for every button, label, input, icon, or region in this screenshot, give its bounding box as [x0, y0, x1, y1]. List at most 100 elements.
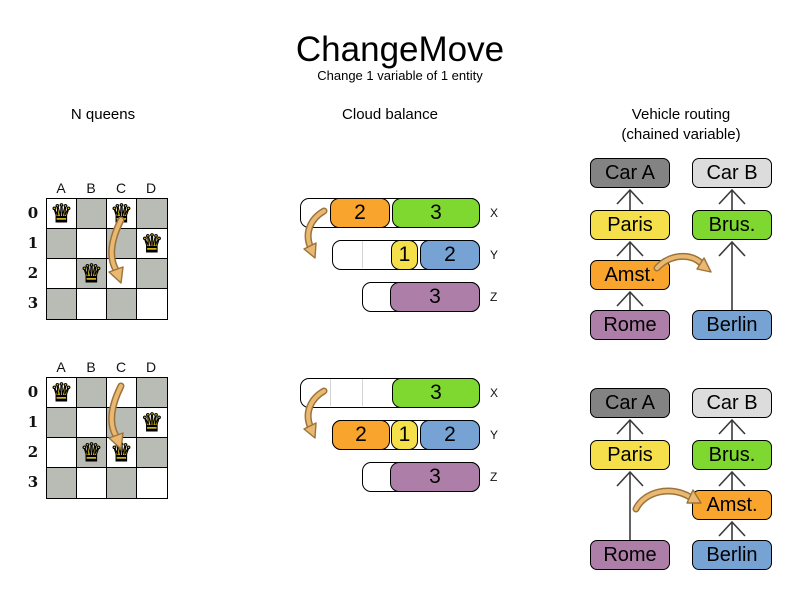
computer-label: X	[490, 206, 499, 220]
queen-icon: ♛	[140, 408, 164, 437]
queen-icon: ♛	[50, 378, 74, 407]
board-cell	[77, 468, 107, 498]
board-column-labels: A B C D	[46, 180, 166, 196]
visit-box-brussels: Brus.	[692, 440, 772, 470]
board-cell	[107, 468, 137, 498]
row-label: 2	[27, 264, 39, 282]
computer-label: Y	[490, 428, 499, 442]
process-block: 1	[391, 420, 418, 450]
vehicle-box-car-b: Car B	[692, 158, 772, 188]
chain-arrow-icon	[616, 418, 746, 540]
board-cell: ♛	[107, 438, 137, 468]
process-block: 3	[390, 282, 480, 312]
computer-label: Z	[490, 470, 498, 484]
queen-icon: ♛	[80, 438, 104, 467]
page-title: ChangeMove	[295, 30, 505, 69]
slot-divider	[362, 379, 363, 406]
board-cell	[107, 259, 137, 289]
board-cell	[77, 378, 107, 408]
queen-icon: ♛	[140, 229, 164, 258]
board-cell: ♛	[47, 378, 77, 408]
board-cell	[107, 408, 137, 438]
queen-icon: ♛	[110, 199, 134, 228]
visit-box-brussels: Brus.	[692, 210, 772, 240]
board-cell	[47, 408, 77, 438]
board-cell	[137, 259, 167, 289]
board-cell: ♛	[77, 259, 107, 289]
col-label: A	[56, 359, 66, 375]
board-cell	[77, 408, 107, 438]
board-cell	[107, 378, 137, 408]
board-cell	[77, 199, 107, 229]
process-block: 1	[391, 240, 418, 270]
nqueens-board-before: ♛ ♛ ♛ ♛	[46, 198, 168, 320]
board-cell	[47, 229, 77, 259]
queen-icon: ♛	[80, 259, 104, 288]
vehicle-header: Vehicle routing	[631, 106, 731, 123]
process-block: 3	[392, 198, 480, 228]
board-cell	[137, 438, 167, 468]
visit-box-rome: Rome	[590, 540, 670, 570]
board-cell	[107, 289, 137, 319]
visit-box-berlin: Berlin	[692, 310, 772, 340]
board-column-labels: A B C D	[46, 359, 166, 375]
visit-box-paris: Paris	[590, 210, 670, 240]
board-cell: ♛	[137, 229, 167, 259]
computer-label: Y	[490, 248, 499, 262]
visit-box-rome: Rome	[590, 310, 670, 340]
board-cell	[47, 259, 77, 289]
col-label: D	[145, 359, 157, 375]
row-label: 0	[27, 383, 39, 401]
computer-label: X	[490, 386, 499, 400]
row-label: 1	[27, 413, 39, 431]
page-subtitle: Change 1 variable of 1 entity	[317, 68, 483, 83]
computer-label: Z	[490, 290, 498, 304]
board-row-labels: 0 1 2 3	[24, 377, 42, 497]
visit-box-paris: Paris	[590, 440, 670, 470]
board-cell	[137, 199, 167, 229]
visit-box-amsterdam: Amst.	[692, 490, 772, 520]
board-cell: ♛	[77, 438, 107, 468]
row-label: 3	[27, 473, 39, 491]
board-cell	[47, 468, 77, 498]
board-cell: ♛	[47, 199, 77, 229]
row-label: 3	[27, 294, 39, 312]
row-label: 0	[27, 204, 39, 222]
visit-box-amsterdam: Amst.	[590, 260, 670, 290]
col-label: D	[145, 180, 157, 196]
col-label: A	[56, 180, 66, 196]
process-block: 3	[392, 378, 480, 408]
vehicle-box-car-a: Car A	[590, 158, 670, 188]
board-cell	[77, 289, 107, 319]
visit-box-berlin: Berlin	[692, 540, 772, 570]
board-cell: ♛	[137, 408, 167, 438]
col-label: B	[86, 180, 96, 196]
vehicle-header-sub: (chained variable)	[621, 126, 741, 143]
board-cell	[137, 468, 167, 498]
board-cell: ♛	[107, 199, 137, 229]
process-block: 2	[330, 198, 390, 228]
cloud-header: Cloud balance	[342, 106, 438, 123]
nqueens-header: N queens	[70, 106, 136, 123]
board-row-labels: 0 1 2 3	[24, 198, 42, 318]
queen-icon: ♛	[50, 199, 74, 228]
row-label: 1	[27, 234, 39, 252]
row-label: 2	[27, 443, 39, 461]
board-cell	[137, 289, 167, 319]
queen-icon: ♛	[110, 438, 134, 467]
col-label: B	[86, 359, 96, 375]
process-block: 2	[332, 420, 390, 450]
nqueens-board-after: ♛ ♛ ♛ ♛	[46, 377, 168, 499]
process-block: 3	[390, 462, 480, 492]
col-label: C	[115, 180, 127, 196]
board-cell	[137, 378, 167, 408]
board-cell	[47, 438, 77, 468]
vehicle-box-car-b: Car B	[692, 388, 772, 418]
process-block: 2	[420, 240, 480, 270]
board-cell	[47, 289, 77, 319]
chain-arrow-icon	[616, 188, 746, 310]
board-cell	[77, 229, 107, 259]
slot-divider	[330, 379, 331, 406]
process-block: 2	[420, 420, 480, 450]
